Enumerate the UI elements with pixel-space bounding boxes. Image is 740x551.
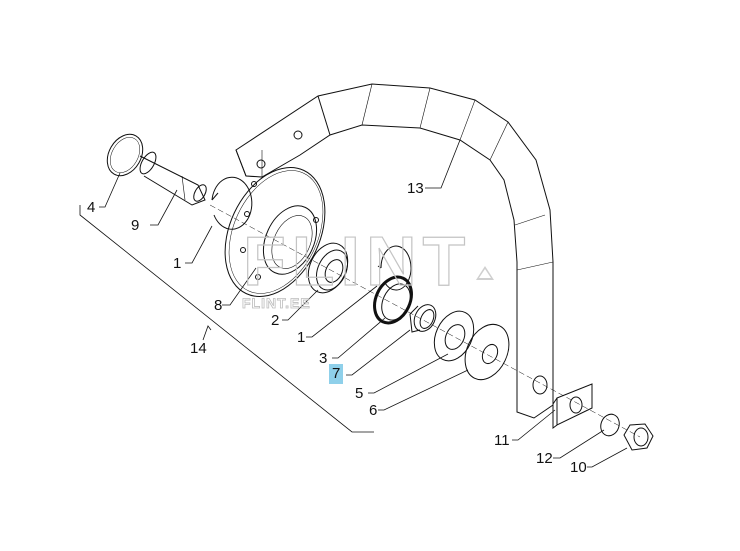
circlip-left-part (211, 176, 253, 230)
circlip-right-part (377, 245, 412, 291)
seal-ring-part (373, 275, 413, 325)
spring-washer-part (600, 413, 620, 437)
hex-nut-part (623, 423, 654, 451)
bearing-part (307, 242, 349, 294)
callout-8: 8 (214, 297, 223, 314)
seal-cover-part (433, 310, 475, 362)
watermark-small: FLINT.EE (242, 295, 311, 311)
pin-part (139, 151, 207, 206)
spacer-bushing-part (409, 304, 437, 333)
callout-13: 13 (407, 180, 424, 197)
callout-2: 2 (271, 312, 280, 329)
callout-12: 12 (536, 450, 553, 467)
callout-11: 11 (494, 432, 510, 449)
watermark-large: FLINT (242, 222, 472, 300)
callout-1-left: 1 (173, 255, 182, 272)
callout-4: 4 (87, 199, 96, 216)
watermark-triangle-icon (476, 266, 494, 280)
callout-5: 5 (355, 385, 364, 402)
callout-7-highlighted[interactable]: 7 (329, 364, 344, 384)
callout-3: 3 (319, 350, 328, 367)
callout-9: 9 (131, 217, 140, 234)
washer-part (464, 323, 510, 381)
callout-6: 6 (369, 402, 378, 419)
callout-10: 10 (570, 459, 587, 476)
washer-disc-part (106, 133, 144, 177)
curved-arm-part (235, 83, 554, 419)
callout-14: 14 (190, 340, 207, 357)
hub-flange-part (224, 167, 326, 297)
callout-1-right: 1 (297, 329, 306, 346)
bracket-plate-part (552, 383, 593, 429)
